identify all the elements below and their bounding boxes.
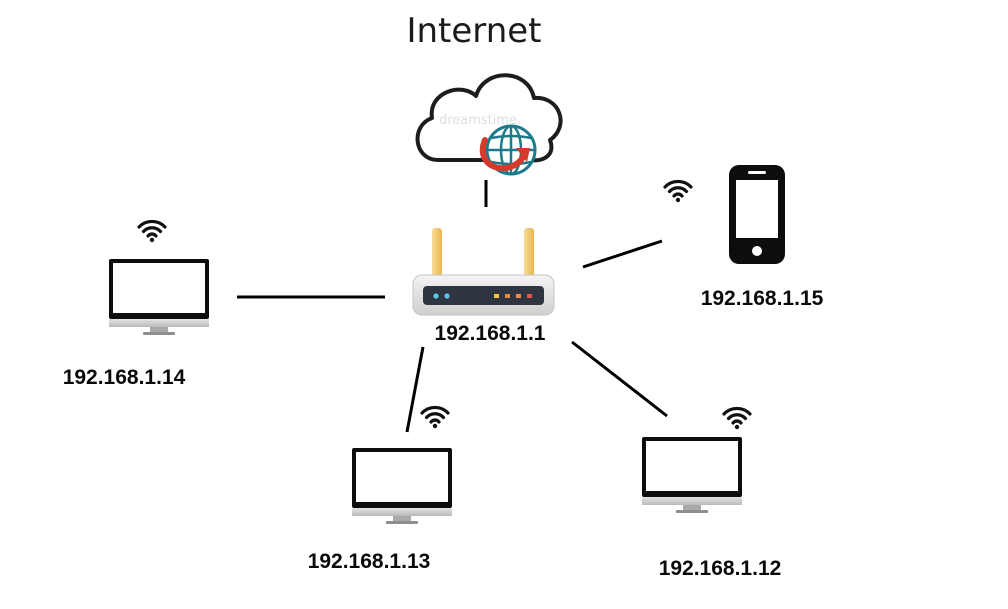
wifi-icon [722,406,752,431]
wifi-icon [420,405,450,430]
wifi-icon [663,179,693,204]
smartphone-icon [729,165,785,264]
link-router-desktop-13 [405,346,425,433]
watermark-text: dreamstime [439,113,517,128]
device-ip-label: 192.168.1.12 [659,557,782,580]
monitor-icon [642,437,742,513]
device-ip-label: 192.168.1.13 [308,550,431,573]
wifi-icon [137,219,167,244]
internet-title: Internet [406,11,541,51]
link-router-phone-15 [582,239,663,269]
router-ip-label: 192.168.1.1 [435,322,546,345]
monitor-icon [352,448,452,524]
monitor-icon [109,259,209,335]
device-ip-label: 192.168.1.15 [701,287,824,310]
router-icon [412,228,555,316]
arrow-icon [479,137,530,172]
link-router-desktop-12 [571,340,668,418]
device-ip-label: 192.168.1.14 [63,366,186,389]
